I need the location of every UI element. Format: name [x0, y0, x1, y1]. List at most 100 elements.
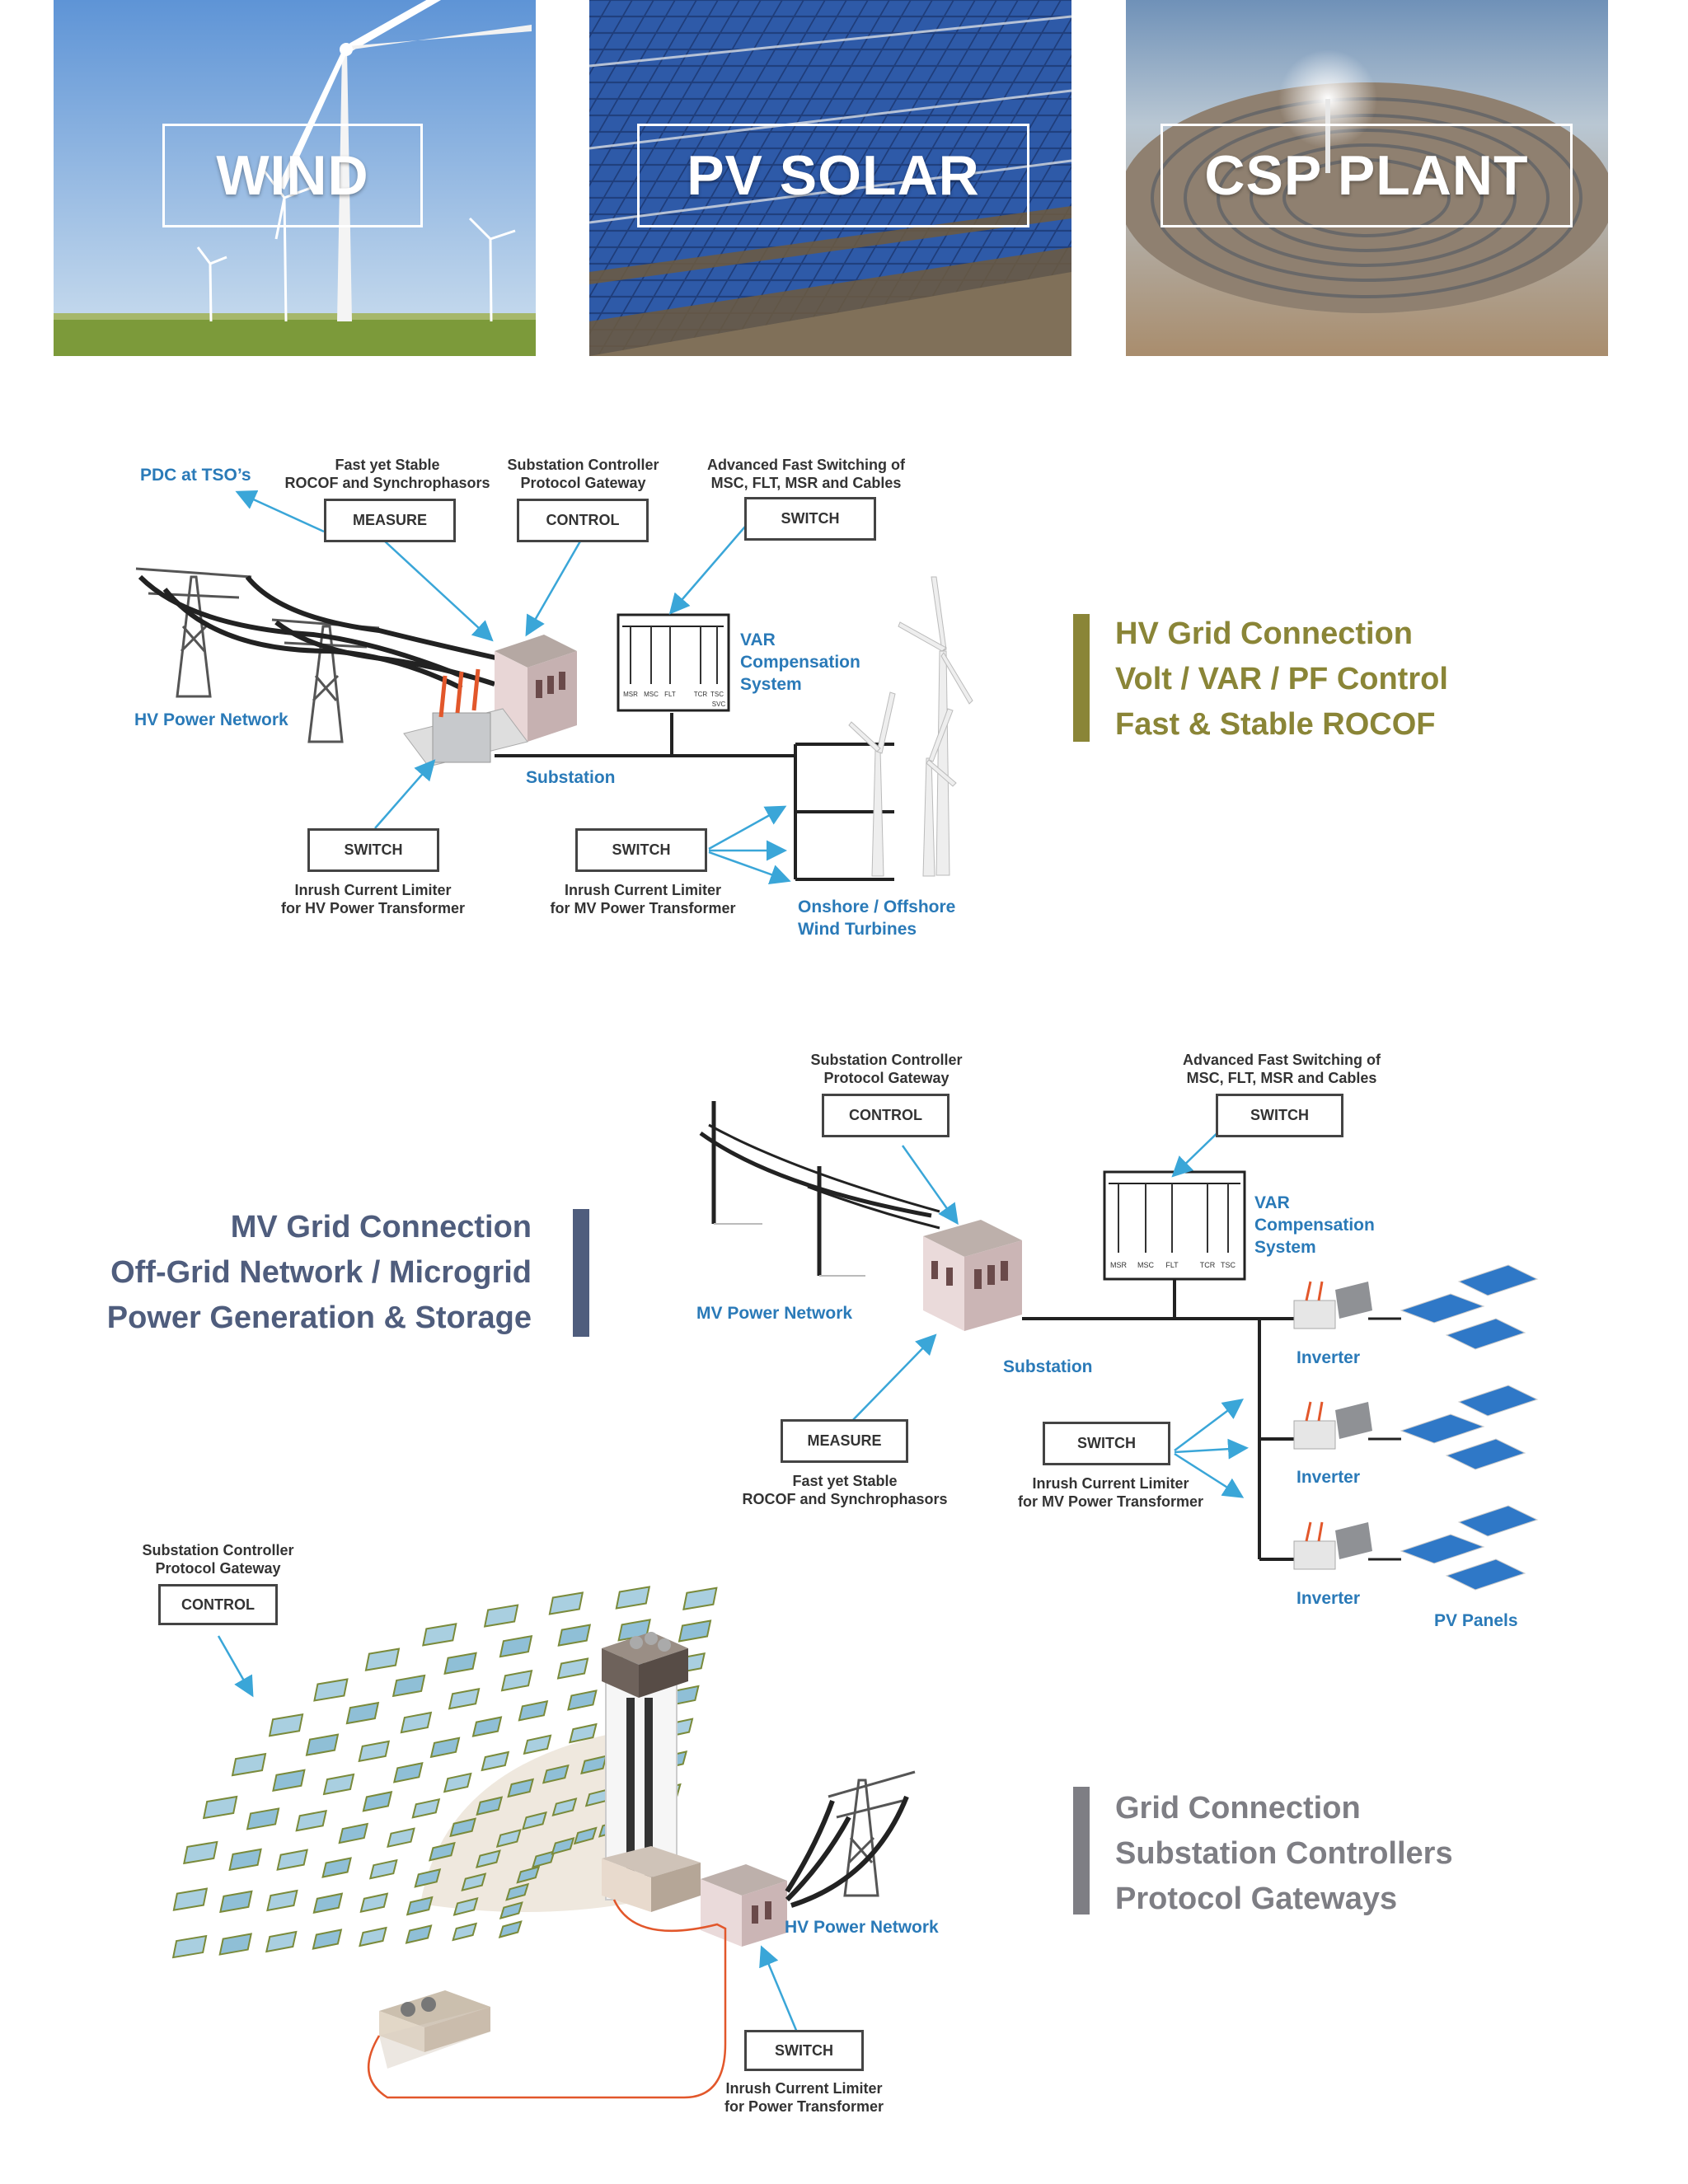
heliostat	[218, 1933, 252, 1956]
hv-svc-box: MSR MSC FLT TCR TSC SVC	[617, 613, 730, 712]
hv-turbines-label: Onshore / Offshore Wind Turbines	[798, 898, 956, 939]
csp-loop	[367, 1899, 727, 2099]
heliostat	[523, 1734, 552, 1755]
hv-substation-building	[403, 635, 577, 767]
heliostat	[505, 1882, 530, 1901]
heliostat	[548, 1591, 584, 1615]
mv-measure-button[interactable]: MEASURE	[781, 1419, 908, 1463]
heliostat	[312, 1929, 343, 1950]
pv-row-2	[1293, 1385, 1539, 1470]
mv-network-label: MV Power Network	[696, 1304, 853, 1323]
heliostat	[556, 1657, 589, 1680]
mv-switch-top-button[interactable]: SWITCH	[1216, 1094, 1343, 1137]
heliostat	[429, 1841, 456, 1862]
mv-switch-button[interactable]: SWITCH	[1043, 1422, 1170, 1465]
svc-tag: TSC	[710, 691, 724, 698]
csp-power-block	[379, 1990, 490, 2069]
inverter-label-3: Inverter	[1296, 1589, 1361, 1608]
heliostat	[461, 1872, 487, 1892]
csp-tile: CSP PLANT	[1126, 0, 1608, 356]
csp-feature-2: Substation Controllers	[1115, 1836, 1453, 1871]
csp-pylon	[828, 1770, 916, 1897]
heliostat	[471, 1716, 503, 1737]
heliostat	[400, 1711, 433, 1734]
heliostat	[557, 1624, 592, 1647]
hv-var-label: VAR Compensation System	[740, 630, 860, 694]
hv-switch-top-button[interactable]: SWITCH	[744, 497, 876, 541]
heliostat	[422, 1623, 457, 1647]
heliostat	[362, 1791, 393, 1812]
heliostat	[172, 1887, 209, 1911]
mv-switch-top-caption: Advanced Fast Switching of MSC, FLT, MSR…	[1182, 1052, 1381, 1086]
svc-tag: MSC	[1137, 1261, 1155, 1269]
pv-solar-label: PV SOLAR	[637, 124, 1029, 227]
csp-lines	[785, 1795, 909, 1908]
heliostat	[443, 1772, 472, 1793]
mv-svc-box: MSR MSC FLT TCR TSC	[1103, 1170, 1246, 1281]
heliostat	[321, 1857, 352, 1878]
hv-feature-1: HV Grid Connection	[1115, 616, 1413, 651]
svc-tag: TSC	[1221, 1261, 1236, 1269]
csp-switch-button[interactable]: SWITCH	[744, 2030, 864, 2071]
heliostat	[359, 1926, 387, 1947]
mv-control-caption: Substation Controller Protocol Gateway	[810, 1052, 963, 1086]
hv-switch-mv-caption: Inrush Current Limiter for MV Power Tran…	[550, 882, 736, 916]
hv-switch-hv-button[interactable]: SWITCH	[307, 828, 439, 872]
heliostat	[500, 1669, 533, 1692]
heliostat	[219, 1890, 253, 1914]
heliostat	[507, 1778, 535, 1798]
heliostat	[295, 1809, 328, 1832]
csp-control-button[interactable]: CONTROL	[158, 1584, 278, 1625]
wind-photo	[54, 0, 536, 356]
heliostat	[171, 1934, 208, 1959]
csp-control-caption: Substation Controller Protocol Gateway	[142, 1542, 294, 1577]
hv-network-label: HV Power Network	[134, 710, 288, 729]
inverter-label-2: Inverter	[1296, 1468, 1361, 1487]
heliostat	[569, 1722, 598, 1744]
hv-arrows	[235, 490, 791, 885]
hv-control-caption: Substation Controller Protocol Gateway	[507, 457, 659, 491]
heliostat	[499, 1634, 533, 1658]
hv-feature-3: Fast & Stable ROCOF	[1115, 707, 1436, 742]
heliostat	[476, 1796, 504, 1816]
mv-substation-building	[923, 1220, 1022, 1331]
heliostat	[368, 1858, 398, 1880]
heliostat	[499, 1901, 523, 1920]
heliostat	[246, 1807, 280, 1830]
svc-tag: FLT	[1165, 1261, 1179, 1269]
pv-row-1	[1293, 1264, 1539, 1350]
hv-measure-button[interactable]: MEASURE	[324, 499, 456, 542]
heliostat	[387, 1827, 415, 1848]
heliostat	[312, 1892, 344, 1915]
heliostat	[266, 1889, 298, 1912]
heliostat	[392, 1674, 426, 1698]
mv-feature-bar	[573, 1209, 589, 1337]
heliostat	[358, 1740, 391, 1763]
heliostat	[411, 1797, 441, 1819]
heliostat	[551, 1837, 575, 1855]
heliostat	[518, 1700, 549, 1722]
svc-tag: FLT	[664, 691, 676, 698]
heliostat	[392, 1762, 424, 1783]
wind-label: WIND	[162, 124, 423, 227]
heliostat	[452, 1922, 478, 1942]
heliostat	[580, 1755, 607, 1775]
hv-switch-mv-button[interactable]: SWITCH	[575, 828, 707, 872]
heliostat	[615, 1586, 651, 1610]
hv-control-button[interactable]: CONTROL	[517, 499, 649, 542]
pv-solar-tile: PV SOLAR	[589, 0, 1071, 356]
heliostat	[231, 1752, 267, 1777]
heliostat	[516, 1865, 541, 1884]
svc-tag: TCR	[694, 691, 708, 698]
mv-var-label: VAR Compensation System	[1254, 1193, 1375, 1257]
heliostat	[276, 1849, 308, 1871]
heliostat	[228, 1848, 262, 1872]
mv-substation-label: Substation	[1003, 1357, 1093, 1376]
mv-control-button[interactable]: CONTROL	[822, 1094, 950, 1137]
pv-photo	[589, 0, 1071, 356]
mv-feature-1: MV Grid Connection	[230, 1210, 532, 1244]
svc-tag: TCR	[1200, 1261, 1216, 1269]
heliostat	[678, 1619, 712, 1643]
heliostat	[364, 1647, 401, 1671]
